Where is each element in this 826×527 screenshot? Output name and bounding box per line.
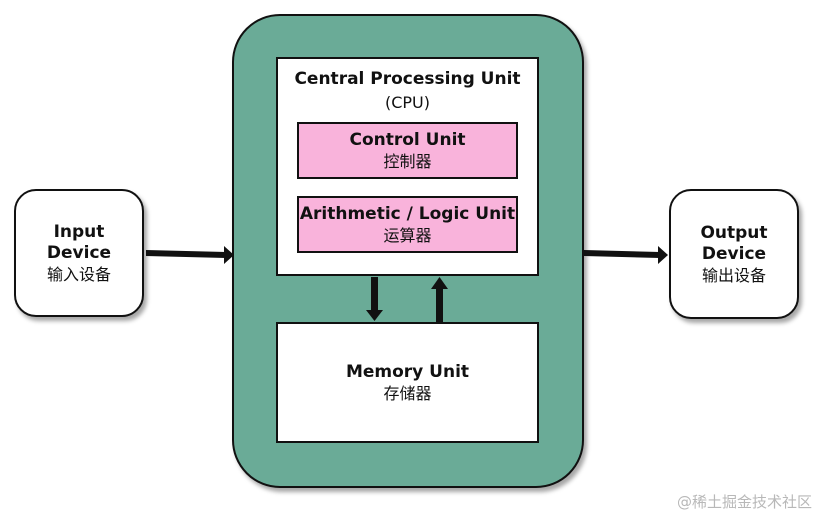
alu-subtitle: 运算器 — [383, 225, 432, 245]
watermark: @稀土掘金技术社区 — [676, 493, 812, 511]
alu-title: Arithmetic / Logic Unit — [299, 203, 516, 224]
alu-box: Arithmetic / Logic Unit 运算器 — [297, 196, 518, 253]
input-device-box: Input Device 输入设备 — [14, 189, 144, 317]
cpu-title: Central Processing Unit — [294, 69, 521, 89]
memory-unit-subtitle: 存储器 — [383, 383, 432, 403]
output-device-subtitle: 输出设备 — [701, 265, 766, 285]
arrow-input-to-cpu — [146, 246, 234, 264]
control-unit-title: Control Unit — [349, 129, 466, 150]
input-device-title-line2: Device — [46, 242, 112, 263]
output-device-title-line2: Device — [701, 243, 767, 264]
input-device-subtitle: 输入设备 — [46, 264, 111, 284]
arrow-cpu-to-memory — [366, 277, 383, 321]
control-unit-box: Control Unit 控制器 — [297, 122, 518, 179]
control-unit-subtitle: 控制器 — [383, 151, 432, 171]
output-device-box: Output Device 输出设备 — [669, 189, 799, 319]
arrow-memory-to-cpu — [431, 277, 448, 322]
arrow-cpu-to-output — [584, 246, 668, 264]
cpu-abbr: (CPU) — [384, 93, 430, 112]
memory-unit-box: Memory Unit 存储器 — [276, 322, 539, 443]
memory-unit-title: Memory Unit — [345, 361, 470, 382]
output-device-title-line1: Output — [700, 222, 768, 243]
input-device-title-line1: Input — [53, 221, 105, 242]
